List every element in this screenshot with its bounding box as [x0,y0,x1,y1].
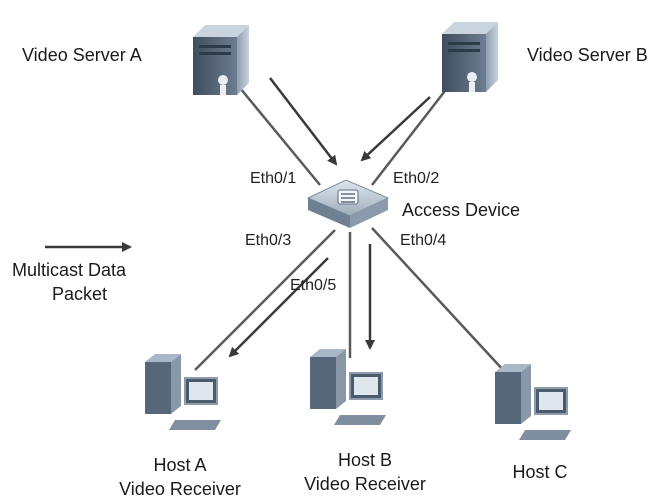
port-eth0-3: Eth0/3 [245,232,292,249]
server-a-label: Video Server A [22,45,142,65]
switch-icon [306,179,390,228]
port-eth0-5: Eth0/5 [290,277,337,294]
link-server-b [371,77,456,186]
host-b-icon [310,349,386,425]
host-c-name: Host C [512,462,568,482]
host-a-icon [145,354,221,430]
arrow-from-server-b [360,96,431,162]
port-eth0-2: Eth0/2 [393,170,440,187]
arrow-to-host-a [228,257,329,358]
link-host-c [371,227,506,373]
legend-line-2: Packet [52,284,108,304]
host-b-name: Host B [337,450,393,470]
host-c-icon [495,364,571,440]
flow-arrows [45,77,431,358]
link-server-a [239,87,321,186]
host-b-label: Host B Video Receiver [285,448,445,496]
legend-line-1: Multicast Data [12,260,127,280]
server-b-icon [442,22,498,92]
host-a-name: Host A [153,455,207,475]
host-b-role: Video Receiver [304,474,426,494]
link-host-a [194,229,336,371]
server-a-icon [193,25,249,95]
arrow-from-server-a [269,77,338,166]
server-b-label: Video Server B [527,45,648,65]
links [194,77,506,373]
host-c-label: Host C [490,460,590,484]
port-eth0-1: Eth0/1 [250,170,297,187]
switch-label: Access Device [402,200,521,220]
port-eth0-4: Eth0/4 [400,232,447,249]
host-a-label: Host A Video Receiver [100,453,260,501]
host-a-role: Video Receiver [119,479,241,499]
